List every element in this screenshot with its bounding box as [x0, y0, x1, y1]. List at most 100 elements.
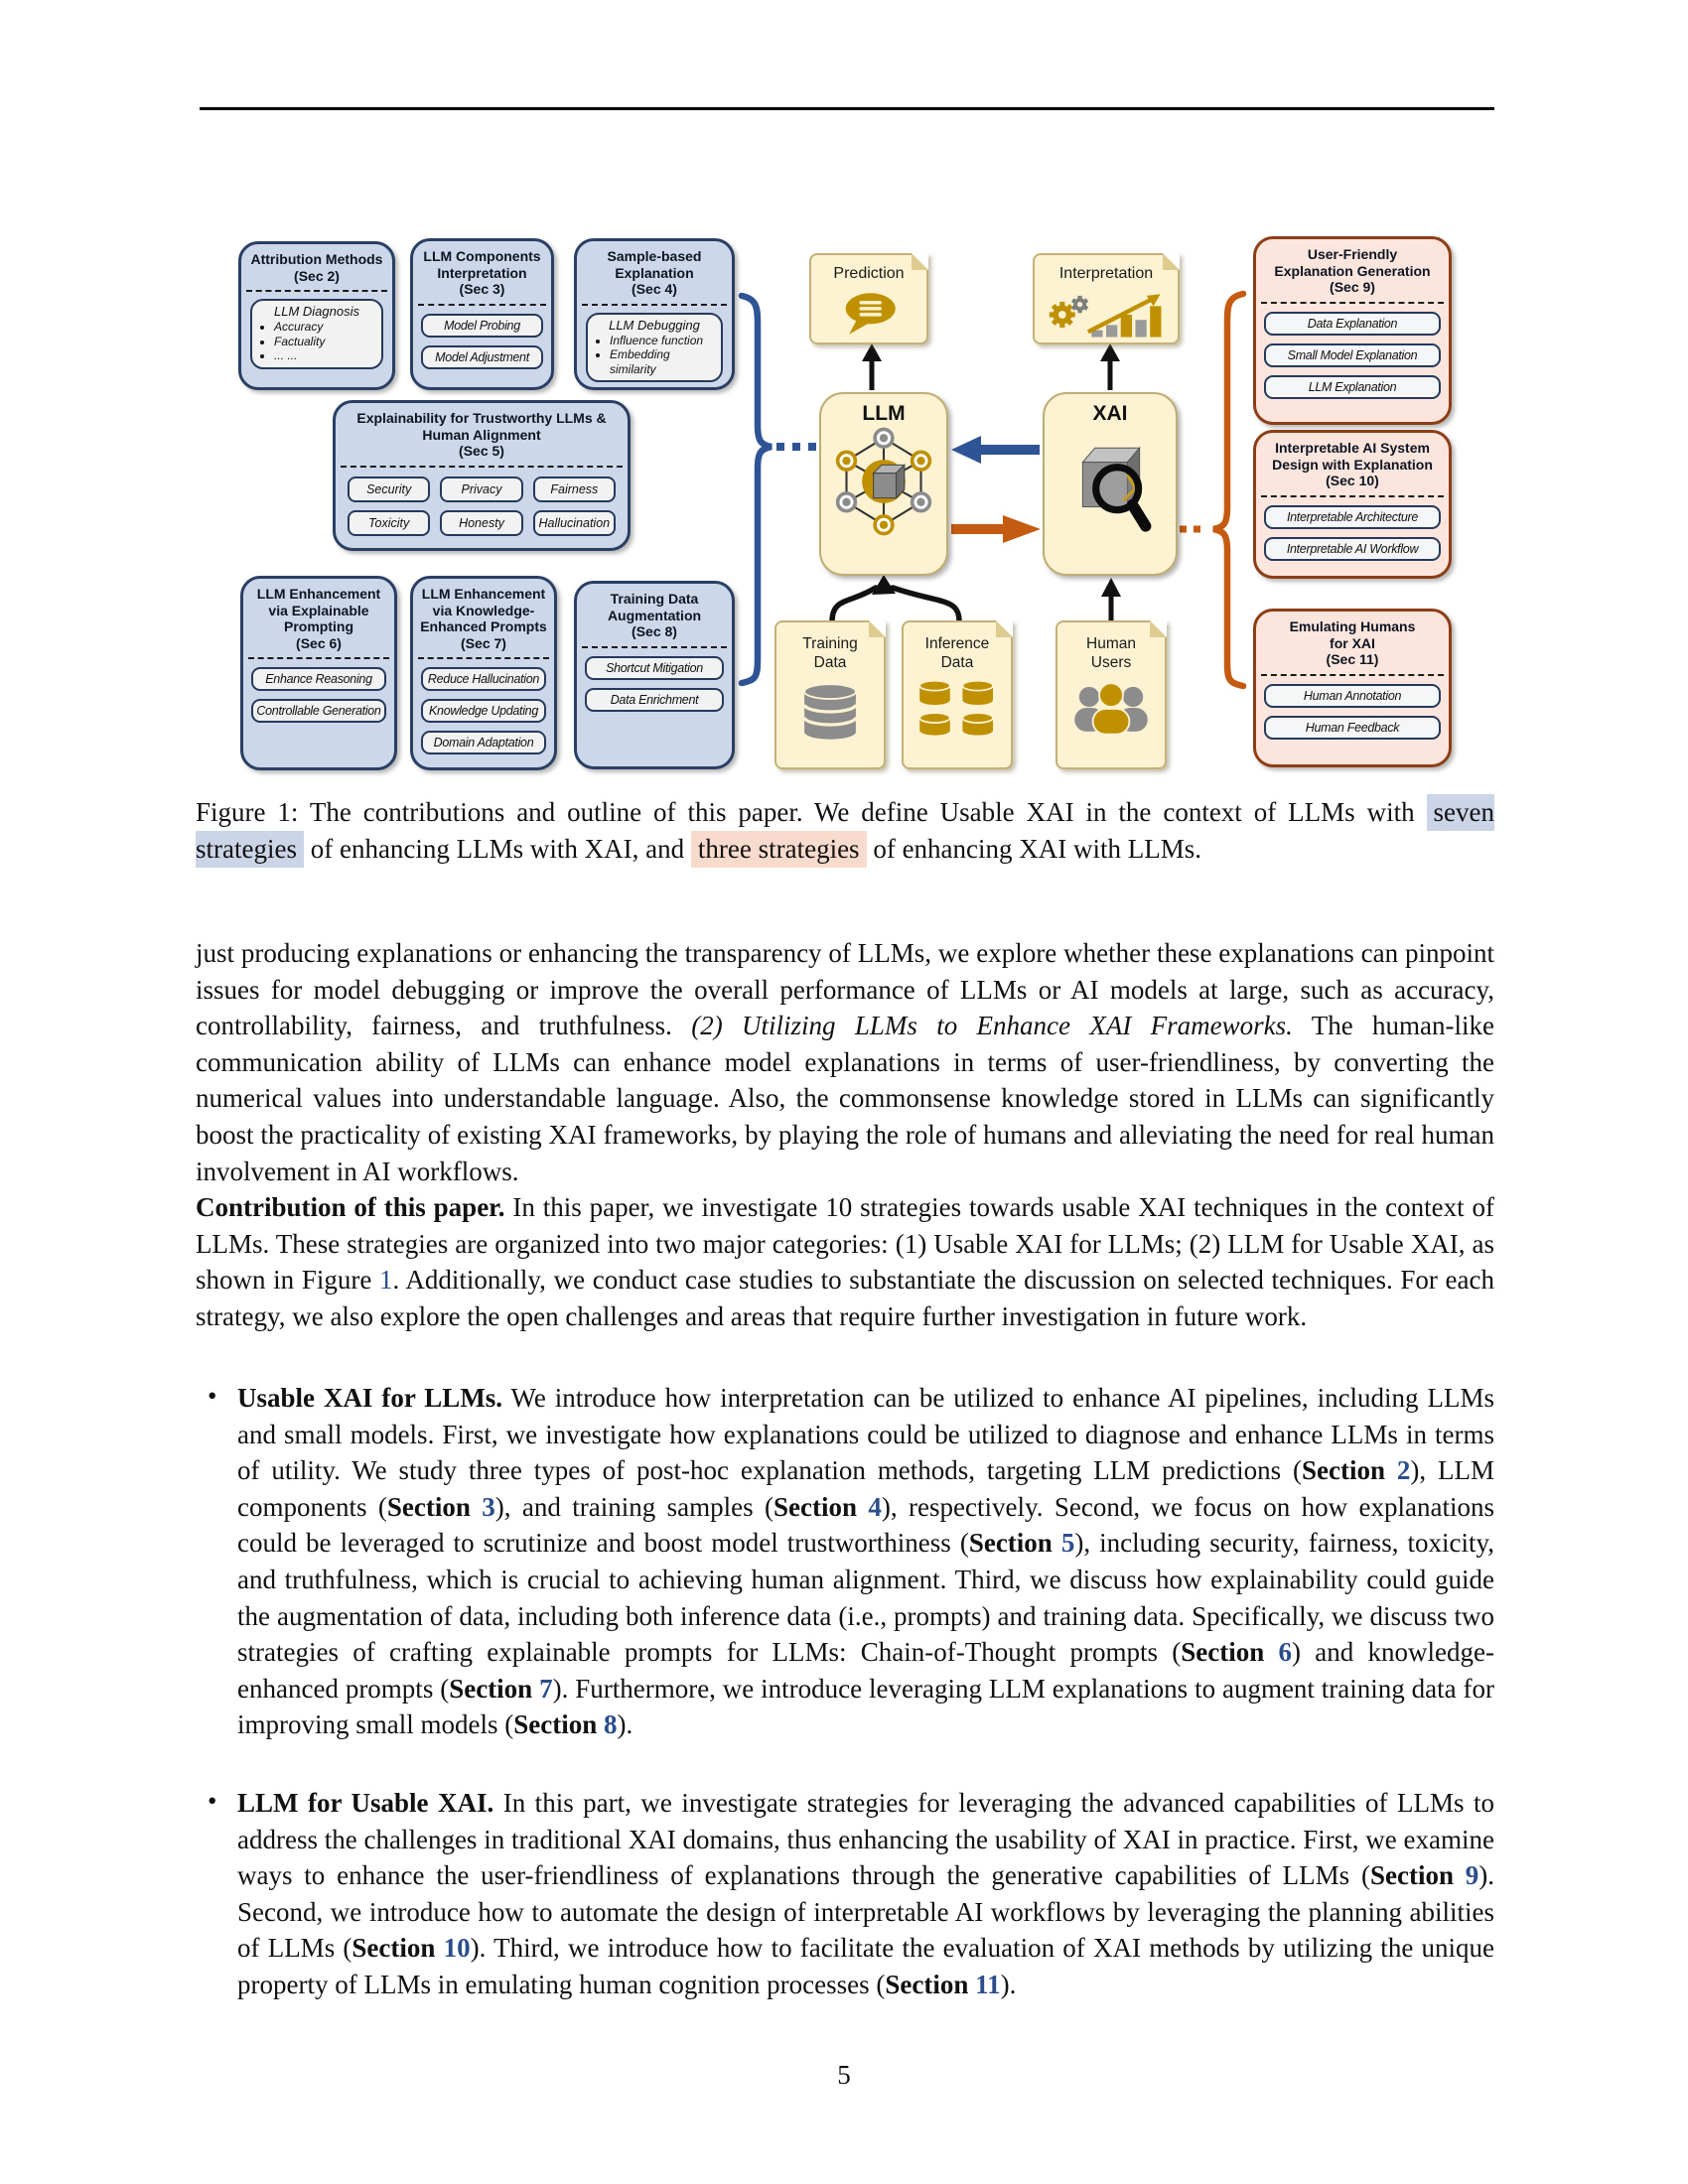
figure-1-diagram: Attribution Methods(Sec 2)LLM DiagnosisA…: [0, 139, 1688, 789]
sub-method-item: Knowledge Updating: [421, 699, 546, 723]
sub-method-item: Interpretable Architecture: [1264, 504, 1441, 529]
text-run: Section: [1301, 1455, 1397, 1486]
inline-link[interactable]: 9: [1465, 1860, 1479, 1891]
strategy-box-heading: Explainability for Trustworthy LLMs &Hum…: [356, 410, 607, 459]
inference-data-label-line1: Inference: [924, 635, 990, 652]
inline-link[interactable]: 10: [443, 1933, 471, 1964]
cube-magnifier-icon: [1081, 446, 1152, 532]
sub-method-item: Human Feedback: [1264, 715, 1441, 740]
speech-bubble-icon: [845, 293, 896, 335]
bullet-text: LLM for Usable XAI. In this part, we inv…: [237, 1785, 1494, 2003]
figure-connectors: [738, 290, 1247, 690]
sub-method-item: Interpretable AI Workflow: [1264, 536, 1441, 561]
xai-to-interpretation-arrowhead: [1100, 343, 1120, 361]
training-data-to-llm-curve: [829, 585, 879, 624]
figure-note-human-users: Human Users: [1055, 620, 1167, 769]
sub-method-group-title: LLM Diagnosis: [274, 304, 359, 319]
inline-link[interactable]: 3: [482, 1491, 495, 1522]
dashed-separator: [341, 465, 623, 468]
orange-brace: [1212, 290, 1247, 690]
text-run: Figure 1: The contributions and outline …: [196, 797, 1427, 827]
sub-method-item: Enhance Reasoning: [251, 667, 386, 691]
bullet-item-usable-xai-for-llms: • Usable XAI for LLMs. We introduce how …: [196, 1380, 1494, 1743]
inference-data-label-line2: Data: [940, 654, 974, 671]
interpretation-label: Interpretation: [1058, 265, 1154, 282]
text-run: three strategies: [690, 830, 867, 868]
sub-method-pill: Privacy: [440, 476, 523, 502]
xai-to-llm-arrowhead: [951, 436, 981, 464]
dashed-separator: [582, 645, 727, 648]
human-users-label-line1: Human: [1086, 635, 1136, 652]
inline-link[interactable]: 7: [539, 1673, 553, 1704]
gear-gray: [1070, 295, 1089, 314]
bar-1: [1091, 330, 1103, 338]
figure-box-trustworthy-llms: Explainability for Trustworthy LLMs &Hum…: [333, 400, 631, 551]
sub-method-pill: Hallucination: [532, 509, 616, 536]
bullet-marker: •: [208, 1381, 217, 1411]
training-data-label-line2: Data: [813, 654, 847, 671]
bar-3: [1120, 315, 1132, 338]
inline-link[interactable]: 1: [379, 1265, 393, 1296]
sub-method-item: Small Model Explanation: [1264, 342, 1441, 367]
text-run: The human-like communication ability of …: [196, 1011, 1494, 1186]
text-run: ). Third, we introduce how to facilitate…: [237, 1933, 1494, 1999]
inference-data-to-llm-curve: [890, 585, 962, 624]
sub-method-bullet: Accuracy: [274, 320, 375, 335]
text-run: Section: [449, 1673, 540, 1704]
sub-method-item: Controllable Generation: [251, 699, 386, 723]
inline-link[interactable]: 2: [1396, 1455, 1411, 1486]
inline-link[interactable]: 5: [1060, 1528, 1075, 1559]
inference-data-label: Inference Data: [925, 622, 990, 672]
text-run: Usable XAI for LLMs.: [237, 1383, 503, 1413]
human-users-to-xai-arrowhead: [1101, 578, 1121, 597]
text-run: Section: [968, 1528, 1061, 1559]
inline-link[interactable]: 8: [603, 1709, 618, 1740]
sub-method-item: Human Annotation: [1264, 683, 1441, 708]
database-icon: [802, 683, 858, 740]
body-paragraph-1: just producing explanations or enhancing…: [196, 935, 1494, 1189]
dashed-separator: [418, 303, 546, 306]
sub-method-item: Data Enrichment: [585, 687, 724, 712]
inline-link[interactable]: 11: [975, 1969, 1001, 1999]
dashed-separator: [1261, 673, 1444, 676]
sub-method-bullet: Embedding similarity: [610, 347, 715, 376]
dashed-separator: [1261, 494, 1444, 497]
text-run: ). Second, we introduce how to automate …: [237, 1860, 1495, 1964]
sub-method-group-title: LLM Debugging: [609, 317, 700, 333]
figure-box-attribution-methods: Attribution Methods(Sec 2)LLM DiagnosisA…: [238, 241, 395, 390]
prediction-label: Prediction: [833, 265, 905, 282]
text-run: ), and training samples (: [494, 1491, 774, 1522]
llm-label: LLM: [862, 402, 906, 425]
text-run: Section: [885, 1969, 976, 1999]
llm-to-prediction-arrowhead: [862, 343, 882, 361]
inline-link[interactable]: 4: [868, 1491, 882, 1522]
figure-note-prediction: Prediction: [809, 253, 928, 344]
figure-node-xai: XAI: [1043, 392, 1178, 576]
human-users-label: Human Users: [1086, 622, 1136, 672]
body-paragraph-contribution: Contribution of this paper. In this pape…: [196, 1189, 1494, 1334]
dashed-separator: [246, 290, 387, 292]
blue-brace: [738, 292, 773, 687]
figure-caption: Figure 1: The contributions and outline …: [196, 794, 1494, 868]
sub-method-item: LLM Explanation: [1264, 374, 1441, 399]
training-data-label: Training Data: [802, 622, 857, 672]
bar-4: [1135, 320, 1147, 338]
text-run: of enhancing XAI with LLMs.: [866, 833, 1202, 864]
text-run: just producing explanations or enhancing…: [196, 938, 1494, 1041]
sub-method-group: LLM DebuggingInfluence functionEmbedding…: [586, 312, 723, 382]
text-run: In this paper, we investigate 10 strateg…: [196, 1192, 1495, 1296]
inline-link[interactable]: 6: [1278, 1637, 1293, 1668]
text-run: (2) Utilizing LLMs to Enhance XAI Framew…: [691, 1011, 1293, 1041]
text-run: ).: [1000, 1969, 1017, 1999]
text-run: ), respectively. Second, we focus on how…: [237, 1491, 1494, 1559]
sub-method-bullet: ... ...: [274, 348, 375, 363]
